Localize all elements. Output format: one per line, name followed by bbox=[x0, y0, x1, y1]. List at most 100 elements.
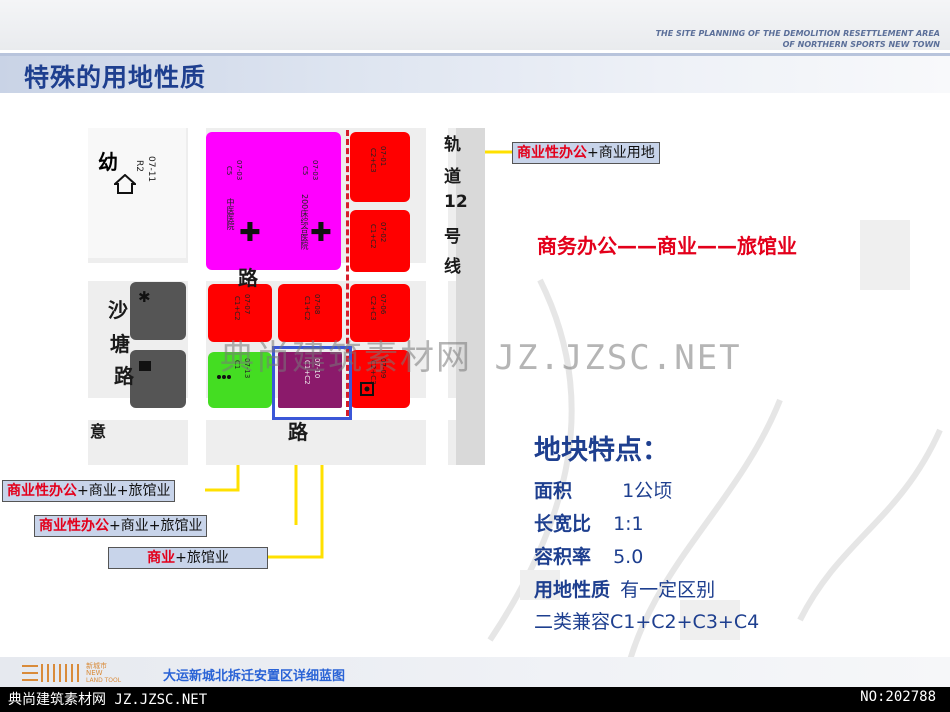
plot-green-0713: 07-13 C1 bbox=[208, 352, 272, 408]
feature-far-value: 5.0 bbox=[613, 546, 644, 568]
callout-top-right-rest: +商业用地 bbox=[587, 145, 655, 161]
plot-commercial-0701: 07-01 C2+C3 bbox=[350, 132, 410, 202]
plot-type-0702: C1+C2 bbox=[369, 224, 377, 249]
road-label-lu-center: 路 bbox=[238, 266, 258, 290]
footer-logo: 新城市 NEW LAND TOOL bbox=[20, 660, 128, 686]
function-chain: 商务办公——商业——旅馆业 bbox=[537, 234, 797, 258]
road-vertical-right bbox=[426, 128, 448, 465]
watermark-bottom-left: 典尚建筑素材网 JZ.JZSC.NET bbox=[8, 692, 208, 708]
callout-left-2-rest: +商业+旅馆业 bbox=[109, 518, 203, 534]
callout-left-3-rest: +旅馆业 bbox=[175, 550, 229, 566]
road-label-dao: 道 bbox=[444, 167, 461, 187]
hospital-cross-icon: ✚ bbox=[239, 218, 261, 248]
callout-left-1-rest: +商业+旅馆业 bbox=[77, 483, 171, 499]
callout-left-2-highlight: 商业性办公 bbox=[39, 518, 109, 534]
plot-code-hospital-a: 07-03 bbox=[235, 160, 243, 181]
feature-area: 面积 1公顷 bbox=[534, 476, 672, 503]
plot-code-0701: 07-01 bbox=[379, 146, 387, 167]
kindergarten-label: 幼 bbox=[98, 150, 118, 174]
star-icon: ✱ bbox=[138, 288, 151, 306]
plot-grey-lower bbox=[130, 350, 186, 408]
feature-ratio-key: 长宽比 bbox=[534, 513, 592, 535]
bottom-watermark-strip bbox=[0, 687, 950, 712]
plot-type-0707: C1+C2 bbox=[233, 296, 241, 321]
plot-type-0708: C1+C2 bbox=[303, 296, 311, 321]
feature-ratio: 长宽比 1:1 bbox=[534, 509, 644, 536]
callout-left-2: 商业性办公+商业+旅馆业 bbox=[34, 515, 208, 537]
rail-corridor bbox=[456, 128, 485, 465]
building-icon bbox=[360, 382, 374, 396]
plot-type-0710: C1+C2 bbox=[303, 360, 311, 385]
feature-use-value: 有一定区别 bbox=[620, 579, 716, 601]
header-subtitle-line1: THE SITE PLANNING OF THE DEMOLITION RESE… bbox=[655, 29, 940, 38]
road-label-sha: 沙 bbox=[108, 298, 128, 322]
road-label-yi: 意 bbox=[90, 422, 107, 441]
plot-commercial-0707: 07-07 C1+C2 bbox=[208, 284, 272, 342]
plot-grey-upper: ✱ bbox=[130, 282, 186, 340]
road-label-lu-bottom: 路 bbox=[288, 420, 308, 444]
plot-code-0713: 07-13 bbox=[243, 358, 251, 379]
plot-type-0706: C2+C3 bbox=[369, 296, 377, 321]
feature-far: 容积率 5.0 bbox=[534, 542, 643, 569]
road-label-gui: 轨 bbox=[444, 135, 461, 155]
page-title: 特殊的用地性质 bbox=[24, 63, 207, 92]
plot-code-0707: 07-07 bbox=[243, 294, 251, 315]
logo-text-3: LAND TOOL bbox=[86, 677, 122, 684]
callout-left-3-highlight: 商业 bbox=[147, 550, 176, 566]
feature-compat: 二类兼容C1+C2+C3+C4 bbox=[534, 611, 760, 633]
road-label-hao: 号 bbox=[444, 227, 461, 247]
plot-hospital: 07-03 C5 中医医院 07-03 C5 200床综合医院 ✚ ✚ bbox=[206, 132, 341, 270]
logo-text-1: 新城市 bbox=[86, 662, 107, 670]
plot-commercial-0708: 07-08 C1+C2 bbox=[278, 284, 342, 342]
plot-purple-0710: 07-10 C1+C2 bbox=[278, 352, 342, 408]
plot-type-hospital-a: C5 bbox=[225, 166, 233, 176]
hospital-cross-icon: ✚ bbox=[310, 218, 332, 248]
header-band bbox=[0, 0, 950, 50]
features-title: 地块特点： bbox=[534, 435, 669, 466]
logo-text-2: NEW bbox=[86, 669, 103, 677]
plot-commercial-0709: 07-09 C2+C3 bbox=[350, 350, 410, 408]
title-bar bbox=[0, 53, 950, 93]
plot-code-0711: 07-11 bbox=[146, 156, 156, 183]
plot-kindergarten: 07-11 R2 幼 bbox=[88, 128, 186, 258]
footer-title: 大运新城北拆迁安置区详细蓝图 bbox=[163, 669, 346, 684]
road-label-lu-left: 路 bbox=[114, 364, 134, 388]
square-icon bbox=[139, 361, 151, 371]
boundary-dashed-red bbox=[198, 130, 349, 416]
plot-code-0702: 07-02 bbox=[379, 222, 387, 243]
plot-type-0701: C2+C3 bbox=[369, 148, 377, 173]
feature-far-key: 容积率 bbox=[534, 546, 592, 568]
watermark-bottom-right: NO:202788 bbox=[860, 689, 936, 705]
plot-name-hospital-b: 200床综合医院 bbox=[300, 194, 309, 250]
house-icon bbox=[114, 174, 136, 194]
callout-top-right: 商业性办公+商业用地 bbox=[512, 142, 660, 164]
title-accent-line bbox=[0, 53, 950, 56]
plot-code-0709: 07-09 bbox=[379, 358, 387, 379]
feature-use: 用地性质 有一定区别 bbox=[534, 575, 715, 602]
callout-top-right-highlight: 商业性办公 bbox=[517, 145, 587, 161]
plot-code-0708: 07-08 bbox=[313, 294, 321, 315]
plot-type-0713: C1 bbox=[233, 360, 241, 370]
plot-frame-blue bbox=[272, 346, 352, 420]
road-label-xian: 线 bbox=[444, 257, 461, 277]
watermark-center: 典尚建筑素材网 JZ.JZSC.NET bbox=[220, 338, 742, 378]
plot-code-hospital-b: 07-03 bbox=[311, 160, 319, 181]
dots-icon bbox=[217, 375, 231, 379]
callout-left-1: 商业性办公+商业+旅馆业 bbox=[2, 480, 176, 502]
plot-commercial-0702: 07-02 C1+C2 bbox=[350, 210, 410, 272]
feature-area-value: 1公顷 bbox=[622, 480, 673, 502]
road-label-tang: 塘 bbox=[110, 332, 130, 356]
footer-band bbox=[0, 657, 950, 687]
feature-area-key: 面积 bbox=[534, 480, 573, 502]
plot-type-hospital-b: C5 bbox=[301, 166, 309, 176]
plot-code-0710: 07-10 bbox=[313, 358, 321, 379]
road-vertical-left bbox=[188, 128, 206, 465]
plot-name-hospital-a: 中医医院 bbox=[226, 198, 235, 230]
header-subtitle: THE SITE PLANNING OF THE DEMOLITION RESE… bbox=[656, 28, 940, 50]
background-map-texture bbox=[487, 220, 943, 660]
road-label-12: 12 bbox=[444, 192, 468, 212]
plot-type-0709: C2+C3 bbox=[369, 360, 377, 385]
site-map: 07-11 R2 幼 07-03 C5 中医医院 07-03 C5 200床综合… bbox=[88, 128, 485, 465]
callout-left-3: 商业+旅馆业 bbox=[108, 547, 268, 569]
feature-use-key: 用地性质 bbox=[534, 579, 611, 601]
